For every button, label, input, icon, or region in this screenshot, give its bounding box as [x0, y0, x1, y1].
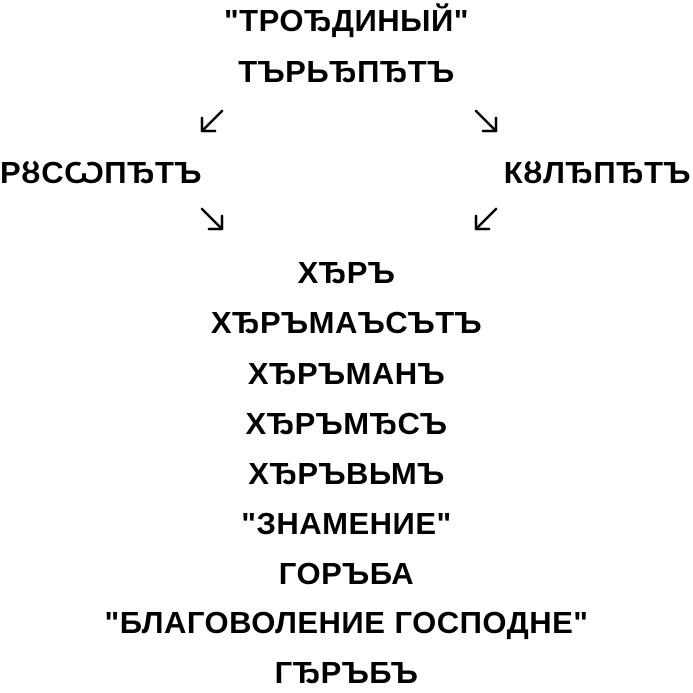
chain-item: ХЂРЪМАЪСЪТЪ	[210, 305, 483, 340]
chain-item: ХЂРЪВЬМЪ	[248, 456, 445, 491]
chain-item: ХЂРЪМАНЪ	[247, 356, 446, 391]
right-branch-label: КȣЛЂПЂТЪ	[503, 155, 691, 190]
chain-item: "БЛАГОВОЛЕНИЕ ГОСПОДНЕ"	[104, 605, 589, 640]
chain-item: ХЂРЪ	[297, 255, 396, 290]
arrow-down-right-icon	[198, 206, 226, 234]
chain-item: "ЗНАМЕНИЕ"	[241, 506, 452, 541]
left-branch-label: РȣСѠПЂТЪ	[0, 155, 202, 190]
diagram-title: "ТРОЂДИНЫЙ"	[223, 3, 470, 38]
arrow-down-left-icon	[198, 108, 226, 136]
arrow-down-right-icon	[472, 108, 500, 136]
chain-item: ГЂРЪБЪ	[274, 655, 419, 690]
chain-item: ХЂРЪМЂСЪ	[245, 406, 448, 441]
diagram-subtitle: ТЪРЬЂПЂТЪ	[238, 54, 455, 89]
arrow-down-left-icon	[472, 206, 500, 234]
chain-item: ГОРЪБА	[278, 556, 415, 591]
